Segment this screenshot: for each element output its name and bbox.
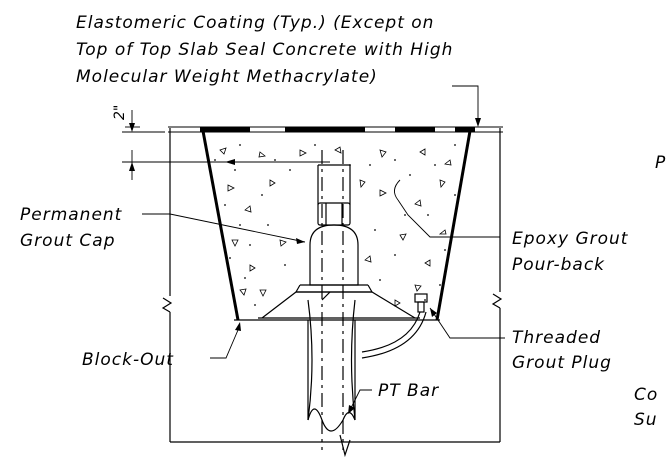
slab-outline (161, 128, 503, 443)
epoxy-grout-label-line2: Pour-back (512, 255, 605, 275)
coating-label-line1: Elastomeric Coating (Typ.) (Except on (76, 13, 434, 33)
pt-bar-label: PT Bar (378, 381, 439, 401)
grout-cap-label-line1: Permanent (20, 205, 123, 225)
block-out-walls (201, 130, 472, 321)
anchor-nut (317, 202, 351, 226)
pt-bar (307, 150, 356, 458)
cut-off-text-p: P (655, 153, 666, 173)
coating-label-line2: Top of Top Slab Seal Concrete with High (76, 40, 453, 60)
grout-cap-label-line2: Grout Cap (20, 231, 116, 251)
block-out-label: Block-Out (82, 350, 174, 370)
dimension-label: 2" (112, 105, 128, 120)
anchor-plate (258, 291, 420, 319)
top-slab-surface (168, 126, 503, 133)
grout-plug-label-line1: Threaded (512, 328, 601, 348)
permanent-grout-cap (295, 224, 373, 293)
cut-off-text-co: Co (634, 385, 658, 405)
grout-plug-label-line2: Grout Plug (512, 353, 612, 373)
grout-aggregate-texture (214, 144, 456, 307)
leader-lines (142, 85, 505, 414)
epoxy-grout-label-line1: Epoxy Grout (512, 229, 629, 249)
cut-off-text-su: Su (634, 410, 658, 430)
dimension-2-inch (122, 110, 330, 180)
threaded-grout-plug (361, 293, 428, 359)
coating-label-line3: Molecular Weight Methacrylate) (76, 67, 378, 87)
